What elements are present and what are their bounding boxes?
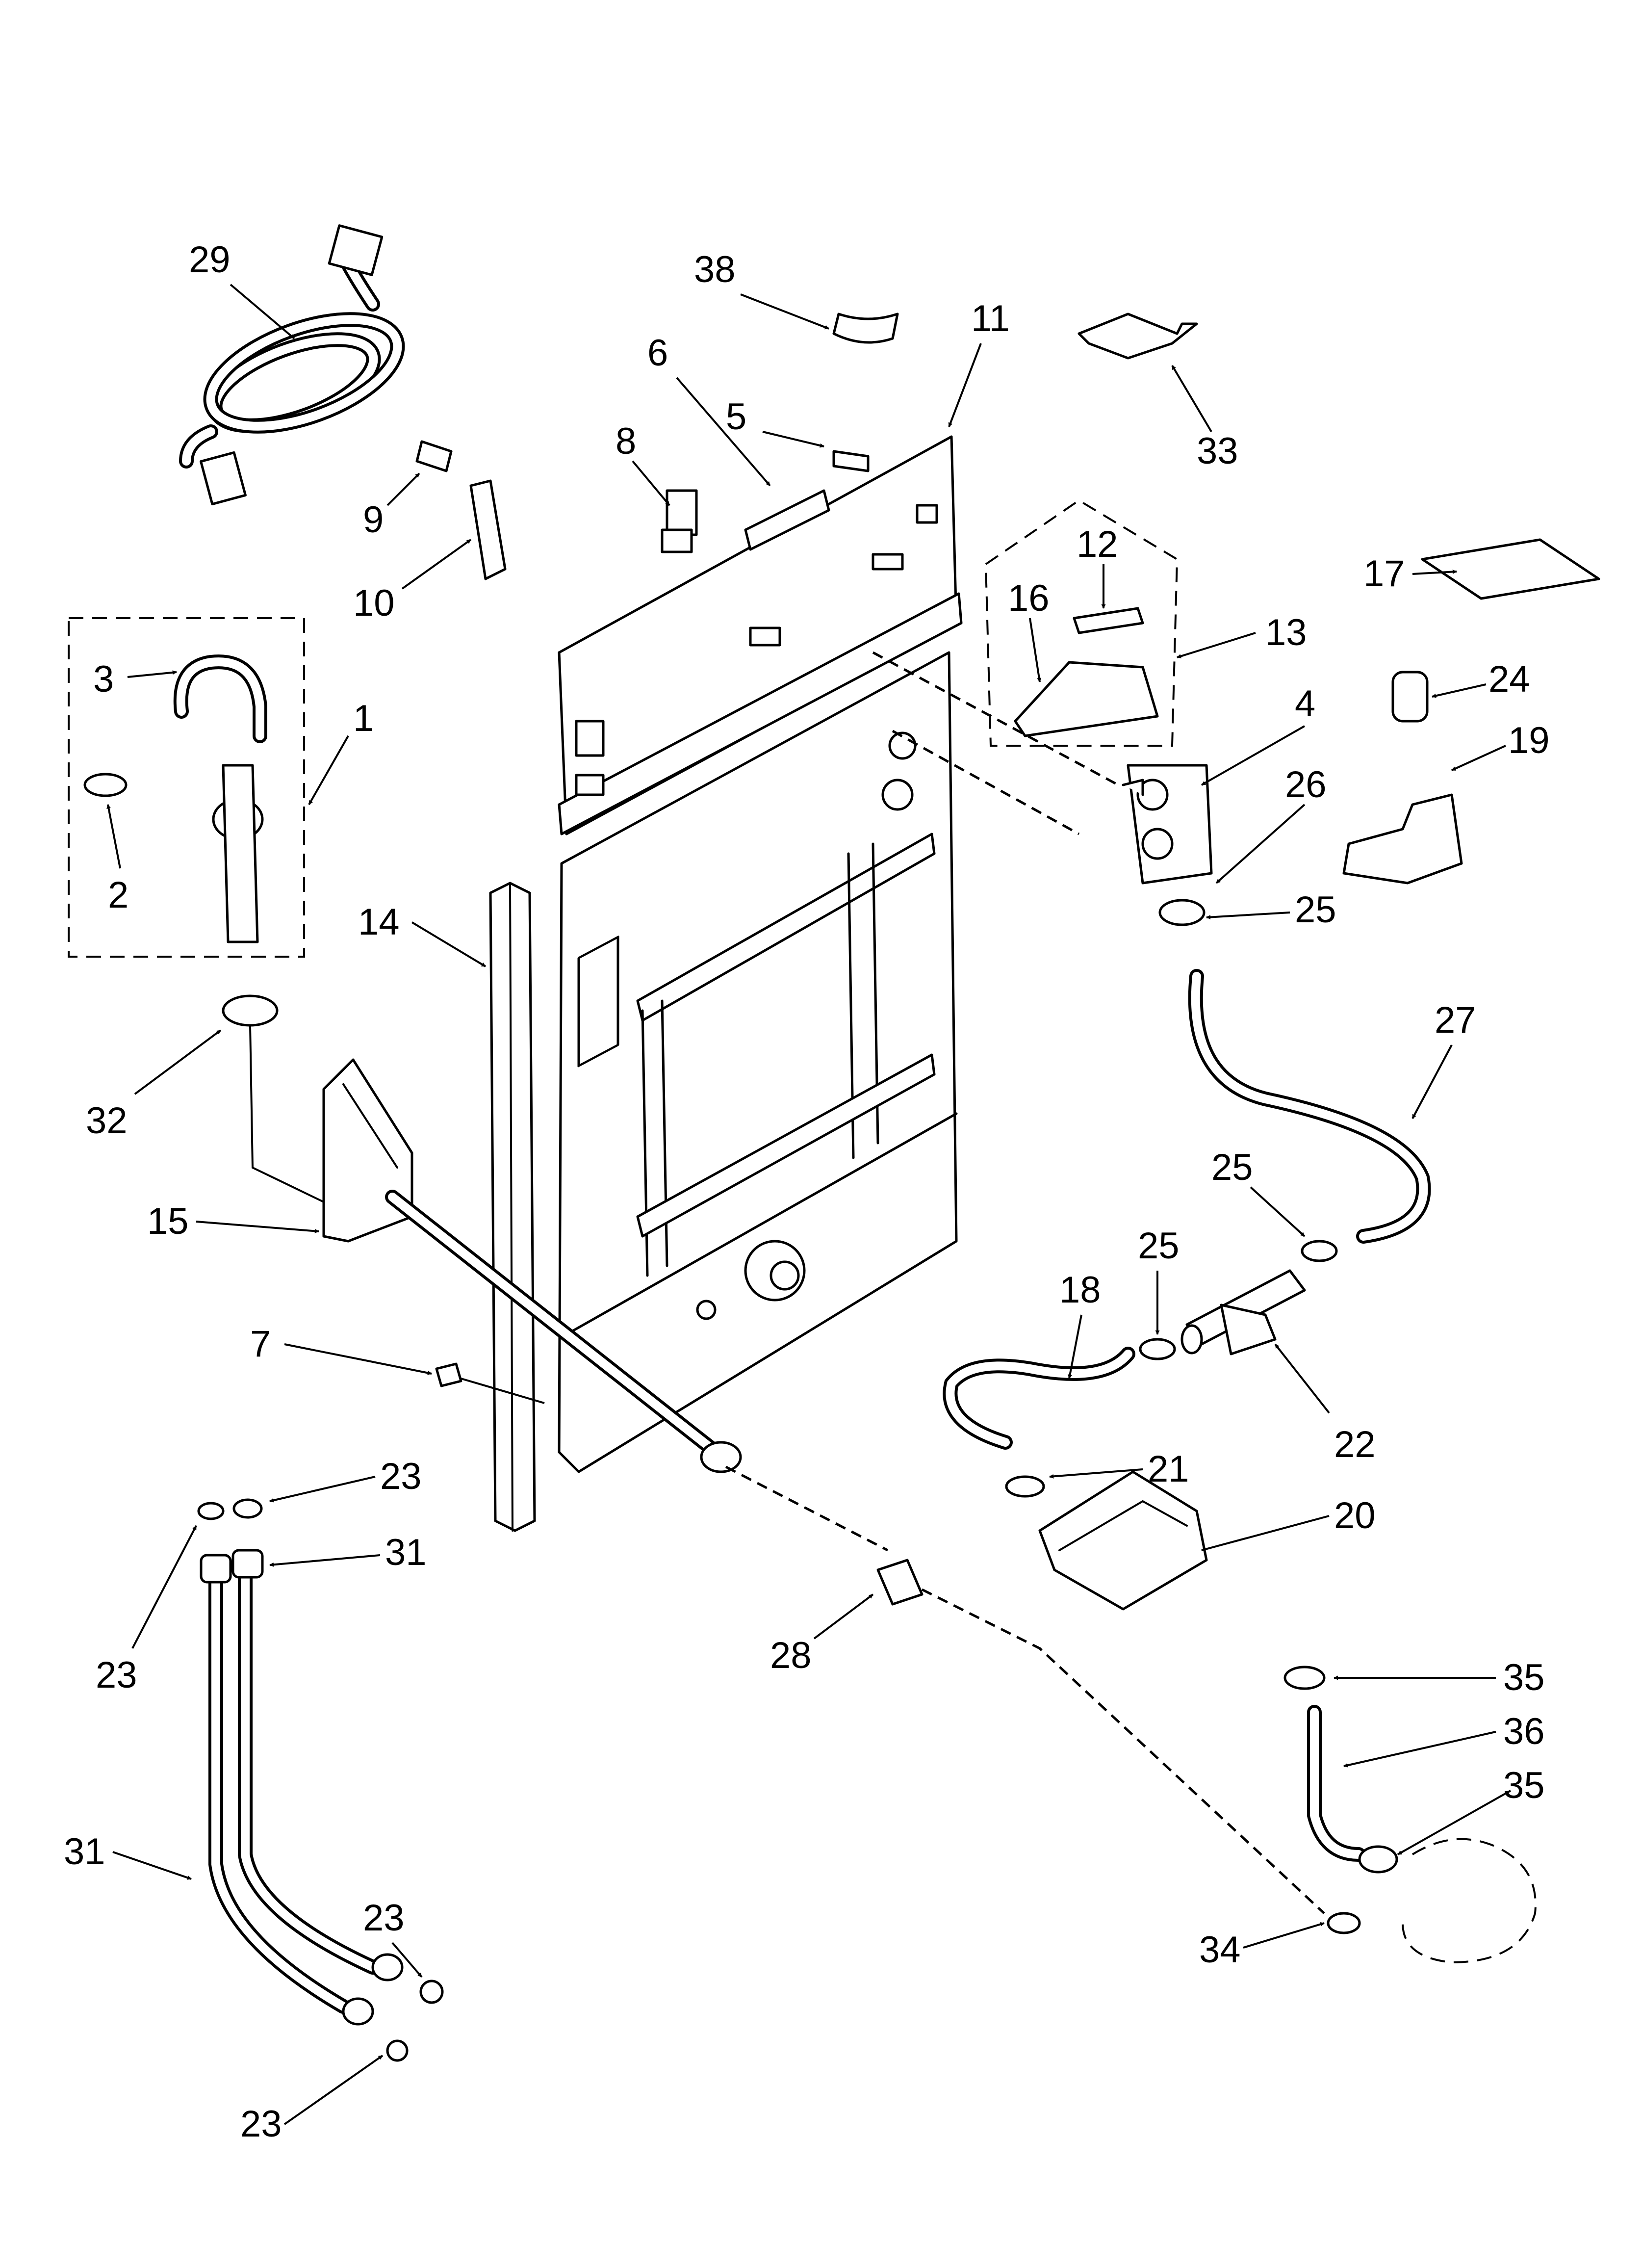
callout-27: 27 bbox=[1435, 999, 1476, 1041]
callout-4: 4 bbox=[1295, 683, 1315, 725]
callout-1: 1 bbox=[353, 698, 374, 739]
callout-9: 9 bbox=[363, 499, 384, 541]
fill-hoses bbox=[197, 1498, 444, 2062]
callout-29: 29 bbox=[189, 239, 231, 281]
screw bbox=[435, 1362, 545, 1404]
callout-28: 28 bbox=[770, 1635, 812, 1676]
callout-25c: 25 bbox=[1138, 1225, 1180, 1267]
callout-33: 33 bbox=[1197, 430, 1238, 472]
callout-34: 34 bbox=[1199, 1929, 1241, 1971]
clamps-and-connector bbox=[1139, 1240, 1338, 1360]
callout-36: 36 bbox=[1503, 1711, 1545, 1752]
pump-assembly bbox=[943, 1347, 1208, 1611]
inlet-hose bbox=[1188, 969, 1431, 1244]
callout-32: 32 bbox=[86, 1100, 128, 1142]
callout-11: 11 bbox=[971, 298, 1010, 339]
callout-23b: 23 bbox=[96, 1654, 137, 1696]
power-cord bbox=[179, 224, 405, 506]
callout-26: 26 bbox=[1285, 764, 1327, 806]
callout-23c: 23 bbox=[363, 1897, 405, 1939]
callout-12: 12 bbox=[1077, 523, 1118, 565]
callout-25: 25 bbox=[1295, 889, 1336, 931]
drain-outlet bbox=[1283, 1666, 1537, 1964]
rear-panel bbox=[558, 435, 963, 1473]
drain-hose-kit bbox=[68, 617, 305, 1027]
callout-31: 31 bbox=[385, 1532, 427, 1573]
callout-7: 7 bbox=[250, 1323, 271, 1365]
water-valve bbox=[872, 651, 1213, 926]
corner-post bbox=[489, 882, 536, 1532]
callout-35: 35 bbox=[1503, 1657, 1545, 1698]
callout-17: 17 bbox=[1363, 553, 1405, 595]
callout-31b: 31 bbox=[64, 1831, 105, 1873]
callout-19: 19 bbox=[1508, 720, 1550, 761]
callout-20: 20 bbox=[1334, 1495, 1376, 1537]
callout-2: 2 bbox=[108, 874, 128, 916]
callout-10: 10 bbox=[353, 582, 395, 624]
callout-24: 24 bbox=[1488, 658, 1530, 700]
callout-5: 5 bbox=[726, 396, 746, 438]
callout-23: 23 bbox=[380, 1456, 422, 1497]
callout-25b: 25 bbox=[1211, 1147, 1253, 1188]
callout-labels: 29 38 11 6 5 8 9 10 33 12 17 16 13 3 1 2… bbox=[64, 239, 1550, 2145]
callout-22: 22 bbox=[1334, 1424, 1376, 1465]
callout-35b: 35 bbox=[1503, 1765, 1545, 1806]
callout-16: 16 bbox=[1008, 577, 1050, 619]
callout-13: 13 bbox=[1265, 612, 1307, 653]
callout-8: 8 bbox=[616, 420, 636, 462]
callout-14: 14 bbox=[358, 901, 400, 943]
callout-23d: 23 bbox=[240, 2103, 282, 2145]
hose-clamp bbox=[725, 1465, 1325, 1914]
callout-18: 18 bbox=[1059, 1269, 1101, 1311]
callout-38: 38 bbox=[694, 249, 736, 290]
hose-bracket bbox=[249, 1025, 742, 1473]
callout-3: 3 bbox=[93, 658, 114, 700]
callout-15: 15 bbox=[147, 1200, 189, 1242]
callout-21: 21 bbox=[1148, 1448, 1189, 1490]
small-parts-top bbox=[415, 313, 1600, 885]
leader-arrows bbox=[106, 284, 1511, 2125]
callout-6: 6 bbox=[647, 332, 668, 374]
